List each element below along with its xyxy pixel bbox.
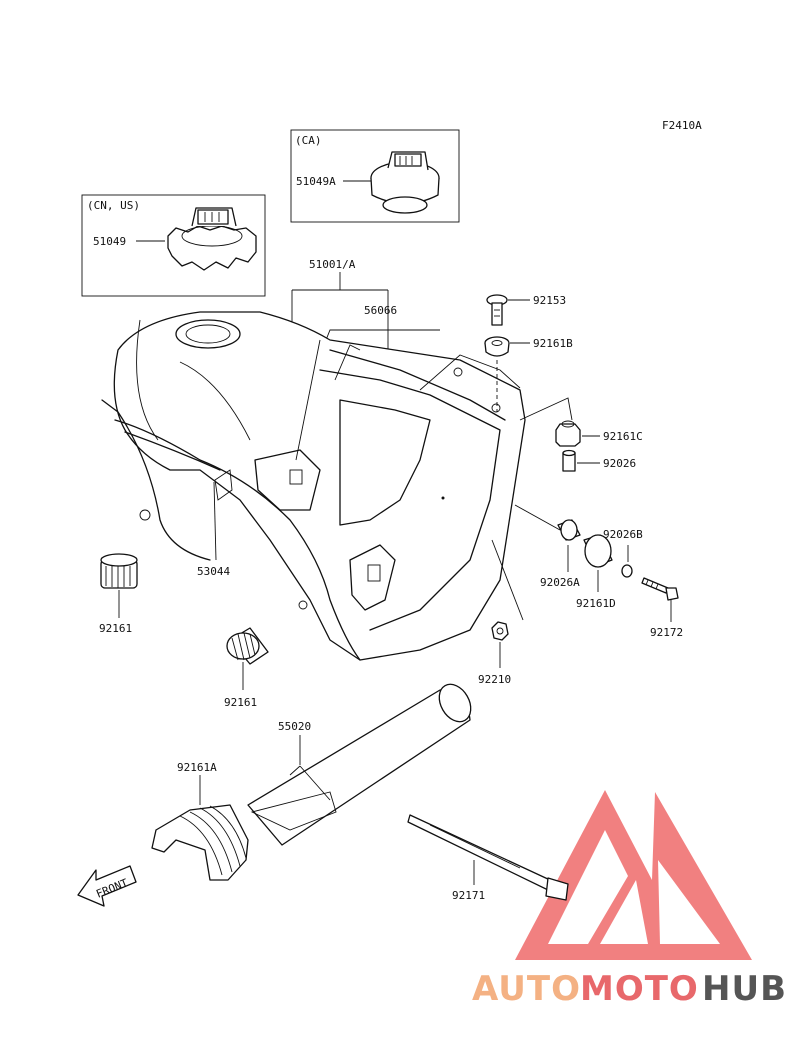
bolt-92172 [641,577,679,601]
collar-92026 [562,449,576,472]
watermark-logo [515,790,752,960]
callout-92171: 92171 [452,889,485,902]
figure-code: F2410A [662,119,702,132]
bolt-92153 [486,294,508,326]
damper-92161A [151,804,249,881]
watermark-moto: MOTO [580,969,699,1009]
damper-92161B [484,336,510,357]
tube-55020 [247,683,472,846]
cap-ca-box: (CA) 51049A [290,129,460,223]
callout-92161D: 92161D [576,597,616,610]
damper-92161D [583,534,613,568]
callout-92026A: 92026A [540,576,580,589]
cap-cn-drawing [167,207,257,271]
cap-cn-region-label: (CN, US) [87,199,140,212]
damper-92161-left [100,553,138,589]
damper-92161-mid [226,627,269,665]
callout-56066: 56066 [364,304,397,317]
callout-92026B: 92026B [603,528,643,541]
callout-92210: 92210 [478,673,511,686]
callout-92153: 92153 [533,294,566,307]
collar-92026B [621,564,633,578]
callout-tank: 51001/A [309,258,356,271]
nut-92210 [491,621,509,641]
callout-92026: 92026 [603,457,636,470]
callout-92161A: 92161A [177,761,217,774]
callout-92161C: 92161C [603,430,643,443]
callout-cap-cn: 51049 [93,235,126,248]
watermark-text: AUTO MOTO HUB [472,969,787,1009]
band-92171 [407,814,569,901]
callout-92161-mid: 92161 [224,696,257,709]
callout-92161-left: 92161 [99,622,132,635]
callout-55020: 55020 [278,720,311,733]
cap-cn-box: (CN, US) 51049 [81,194,266,297]
cap-ca-drawing [370,151,440,214]
fuel-tank [101,311,526,661]
callout-cap-ca: 51049A [296,175,336,188]
damper-92161C [555,420,581,447]
callout-53044: 53044 [197,565,230,578]
collar-92026A [557,519,581,541]
callout-92161B: 92161B [533,337,573,350]
watermark-auto: AUTO [472,969,581,1009]
callout-92172: 92172 [650,626,683,639]
cap-ca-region-label: (CA) [295,134,322,147]
front-arrow: FRONT [77,865,137,907]
watermark-hub: HUB [702,969,787,1009]
